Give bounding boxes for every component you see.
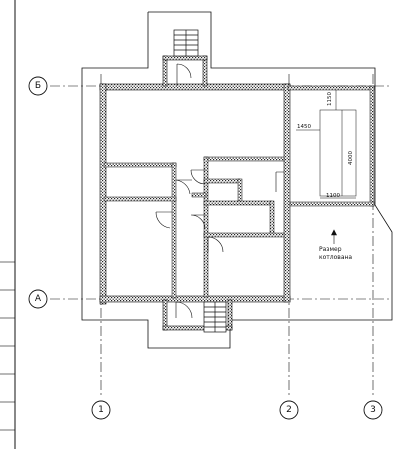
vestibule-top: [162, 55, 208, 87]
dim-label-pit-top: 1150: [327, 92, 333, 106]
axis-bubble-col-2: 2: [279, 400, 299, 420]
svg-text:1: 1: [98, 405, 104, 415]
axis-bubble-row-a: А: [28, 289, 48, 309]
svg-text:Б: Б: [35, 81, 41, 91]
svg-text:А: А: [35, 294, 42, 304]
pit-annotation-arrow: [331, 229, 337, 244]
svg-text:2: 2: [286, 405, 292, 415]
pit-annotation-line2: котлована: [319, 254, 352, 261]
exterior-walls: [99, 83, 291, 305]
svg-text:3: 3: [370, 405, 376, 415]
axis-bubble-row-b: Б: [28, 76, 48, 96]
pit-area: [287, 85, 375, 207]
pit-annotation-line1: Размер: [319, 246, 342, 253]
stair-top: [173, 29, 199, 57]
axis-bubble-col-3: 3: [363, 400, 383, 420]
dim-label-pit-length: 4000: [348, 151, 354, 165]
dim-label-pit-left: 1450: [297, 124, 311, 130]
interior-walls: [103, 156, 285, 299]
stair-bottom: [203, 301, 227, 333]
pit-dimension-lines: [296, 90, 357, 199]
dim-label-pit-bottom: 1100: [326, 193, 340, 199]
axis-bubble-col-1: 1: [91, 400, 111, 420]
doors: [155, 63, 284, 319]
vestibule-bottom: [162, 299, 233, 331]
